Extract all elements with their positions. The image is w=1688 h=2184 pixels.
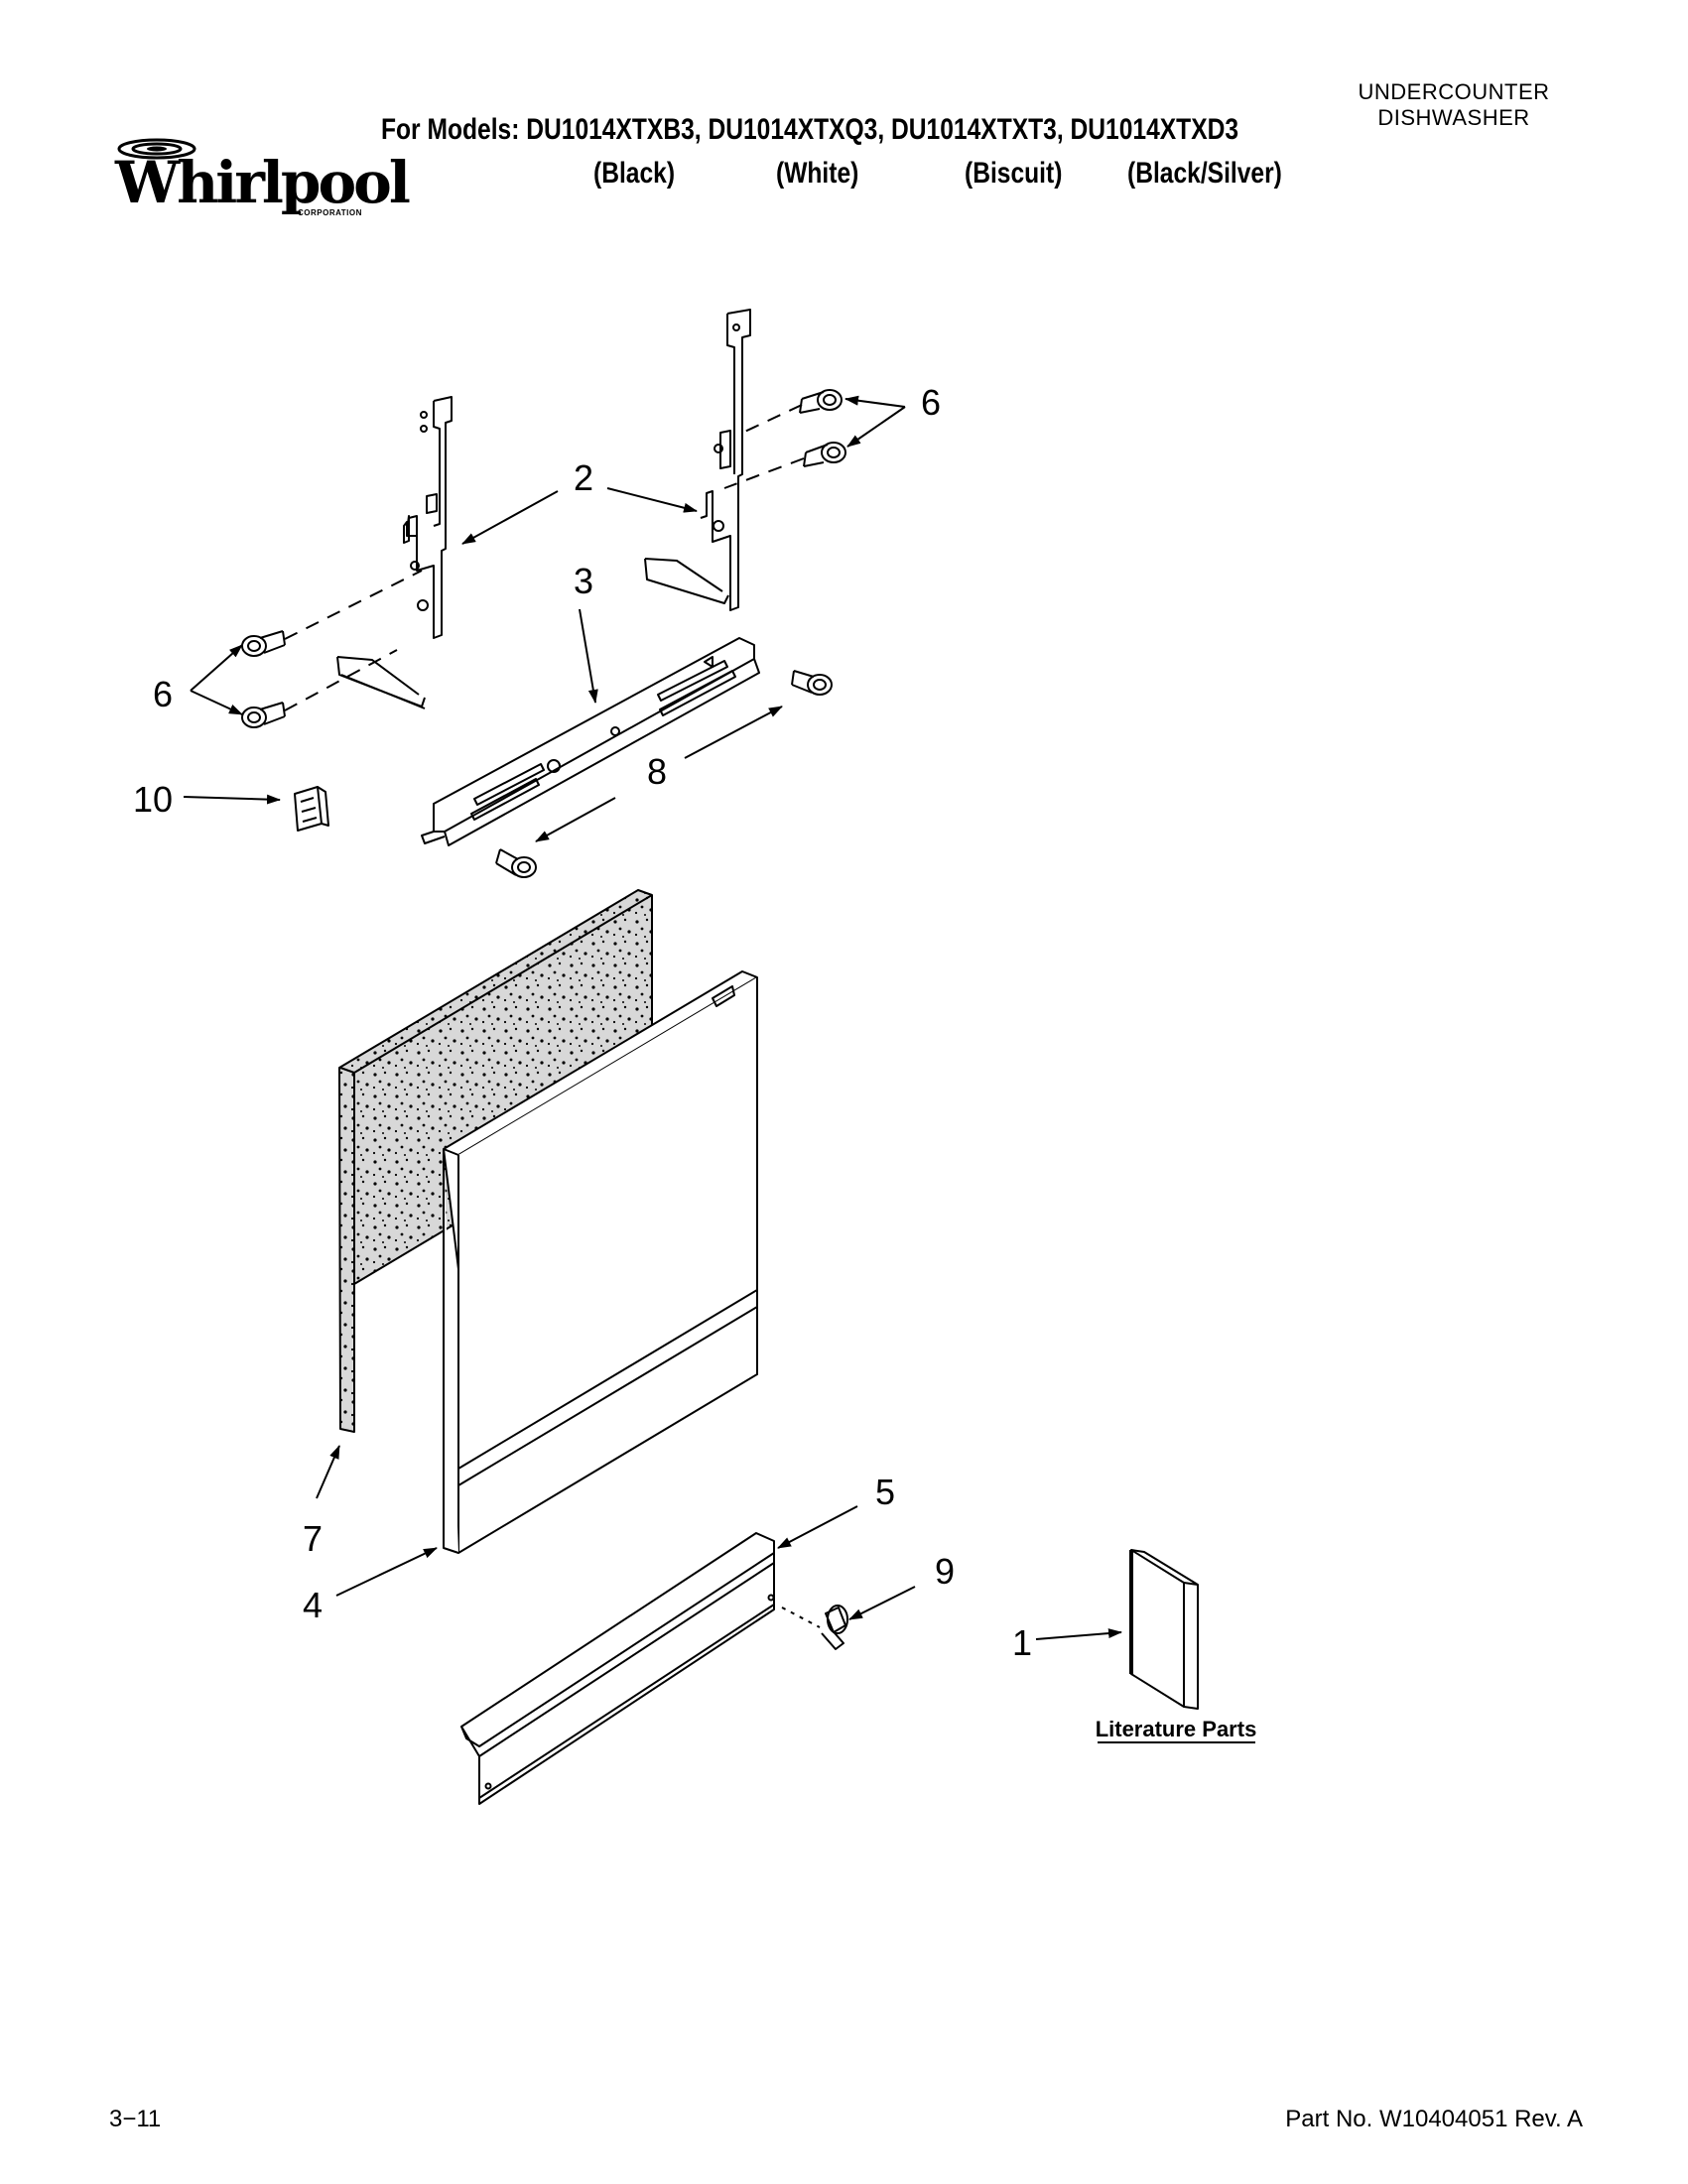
callout-10: 10 [133, 779, 173, 820]
screw-6-d [803, 442, 846, 467]
hinge-bracket-left [336, 396, 453, 709]
callout-7: 7 [303, 1518, 323, 1559]
mounting-lines [284, 404, 805, 711]
callout-2: 2 [574, 457, 593, 498]
callout-3: 3 [574, 561, 593, 601]
variant-black: (Black) [593, 157, 676, 190]
door-rail [421, 637, 760, 846]
variant-black-silver: (Black/Silver) [1127, 157, 1282, 190]
callout-5: 5 [875, 1472, 895, 1512]
part-number: Part No. W10404051 Rev. A [1285, 2106, 1583, 2132]
logo-wordmark: Whirlpool [115, 149, 411, 216]
variant-white: (White) [776, 157, 859, 190]
screw-8-b [495, 848, 537, 878]
callout-8: 8 [647, 751, 667, 792]
screw-6-a [241, 630, 286, 657]
screw-6-b [241, 702, 286, 728]
screw-6-c [799, 389, 843, 414]
screw-part-9 [781, 1605, 848, 1650]
literature-booklet-1 [1129, 1549, 1199, 1710]
models-line: For Models: DU1014XTXB3, DU1014XTXQ3, DU… [381, 113, 1239, 146]
variant-biscuit: (Biscuit) [965, 157, 1063, 190]
callout-6-left: 6 [153, 674, 173, 714]
screw-8-a [791, 670, 833, 696]
callout-4: 4 [303, 1585, 323, 1625]
logo-swirl-icon [117, 138, 196, 160]
clip-part-10 [294, 786, 329, 832]
toe-panel-5 [460, 1532, 775, 1805]
whirlpool-logo: Whirlpool CORPORATION [107, 131, 411, 230]
product-type-line-1: UNDERCOUNTER [1358, 79, 1550, 104]
door-panel-4 [443, 970, 758, 1554]
product-type: UNDERCOUNTER DISHWASHER [1320, 79, 1588, 131]
hinge-bracket-right [644, 309, 751, 611]
literature-parts-label: Literature Parts [1096, 1717, 1257, 1741]
callout-labels: 2 3 6 6 10 8 7 4 5 9 1 [133, 382, 1032, 1663]
callout-1: 1 [1012, 1622, 1032, 1663]
product-type-line-2: DISHWASHER [1377, 105, 1530, 130]
page-number: 3−11 [109, 2106, 162, 2132]
logo-corporation: CORPORATION [298, 208, 362, 217]
callout-6-right: 6 [921, 382, 941, 423]
callout-leaders [183, 395, 1122, 1640]
callout-9: 9 [935, 1551, 955, 1592]
